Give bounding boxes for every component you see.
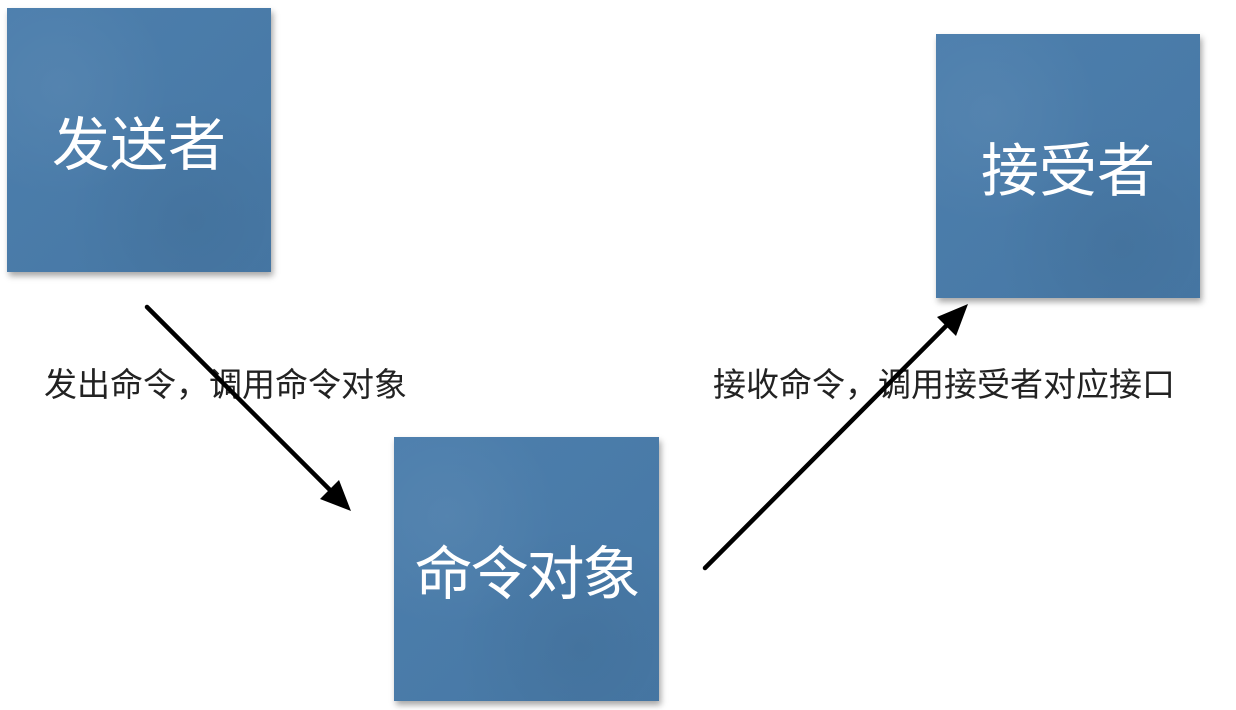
command-object-label: 命令对象 bbox=[414, 540, 640, 608]
edge-label-sender-to-command: 发出命令，调用命令对象 bbox=[44, 365, 407, 404]
command-object-node: 命令对象 bbox=[394, 437, 659, 701]
arrow-command-to-receiver-icon bbox=[702, 304, 968, 571]
arrow-sender-to-command-icon bbox=[144, 304, 351, 511]
receiver-label: 接受者 bbox=[980, 137, 1155, 205]
sender-node: 发送者 bbox=[7, 8, 271, 272]
receiver-node: 接受者 bbox=[936, 34, 1200, 298]
sender-label: 发送者 bbox=[51, 111, 226, 179]
edge-label-command-to-receiver: 接收命令，调用接受者对应接口 bbox=[713, 365, 1175, 404]
